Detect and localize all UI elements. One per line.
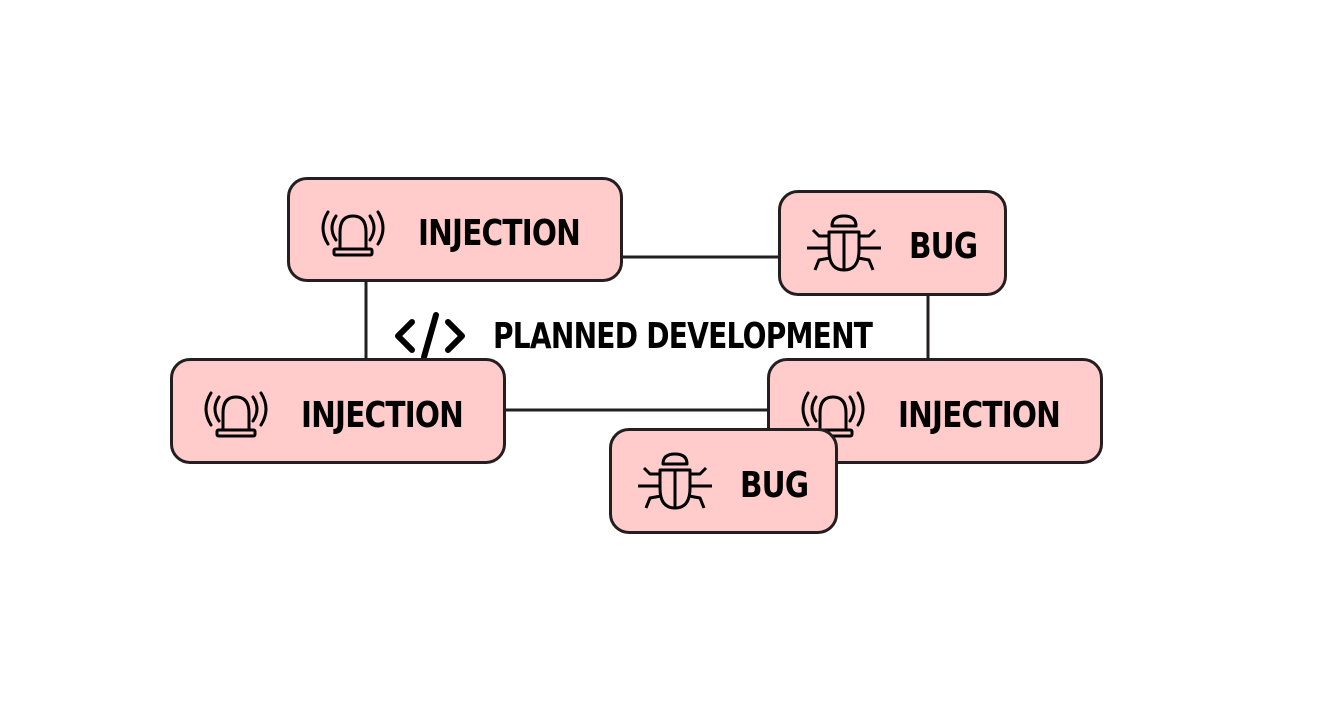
node-bug-bottom[interactable]: BUG	[609, 428, 838, 534]
center-label: PLANNED DEVELOPMENT	[493, 316, 873, 357]
node-injection-top-left[interactable]: INJECTION	[287, 177, 623, 282]
node-injection-bottom-left[interactable]: INJECTION	[170, 358, 506, 464]
node-label: BUG	[740, 465, 809, 506]
bug-icon	[807, 214, 881, 272]
node-label: INJECTION	[418, 213, 581, 254]
node-label: INJECTION	[301, 395, 464, 436]
code-icon	[395, 312, 465, 360]
bug-icon	[638, 452, 712, 510]
siren-icon	[321, 210, 385, 257]
siren-icon	[204, 391, 268, 438]
node-bug-top-right[interactable]: BUG	[778, 190, 1007, 296]
node-label: BUG	[909, 226, 978, 267]
node-label: INJECTION	[898, 395, 1061, 436]
